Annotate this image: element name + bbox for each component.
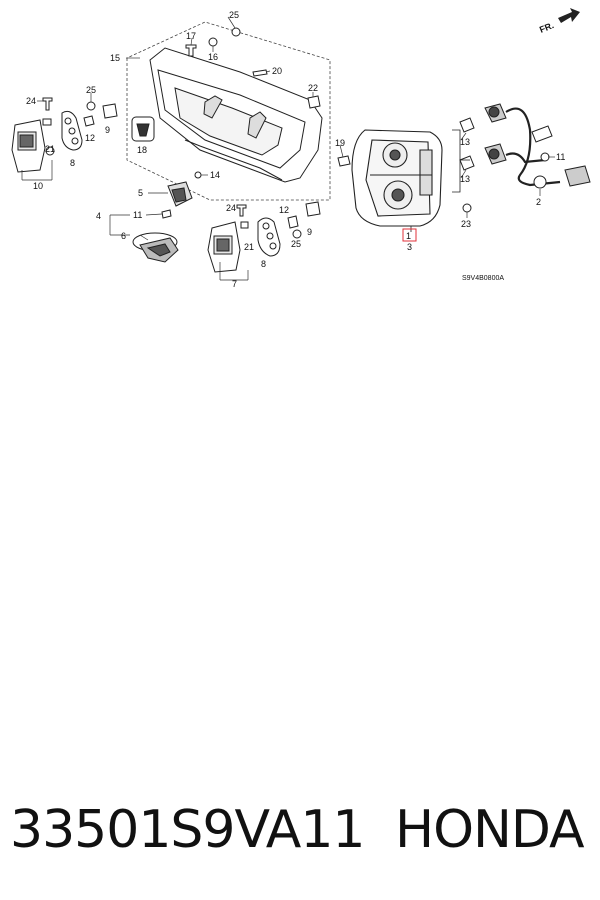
callout-25c[interactable]: 25 [291,239,301,249]
callout-9b[interactable]: 9 [307,227,312,237]
callout-24a[interactable]: 24 [26,96,36,106]
callout-16[interactable]: 16 [208,52,218,62]
callout-1[interactable]: 1 [406,231,411,241]
callout-labels: 1 2 3 4 5 6 7 8 8 9 9 10 11 11 12 12 13 … [26,10,565,289]
callout-3[interactable]: 3 [407,242,412,252]
callout-9a[interactable]: 9 [105,125,110,135]
callout-11b[interactable]: 11 [556,152,565,162]
callout-7[interactable]: 7 [232,279,237,289]
wire-bracket [452,129,470,193]
callout-25a[interactable]: 25 [229,10,239,20]
callout-10[interactable]: 10 [33,181,43,191]
callout-24b[interactable]: 24 [226,203,236,213]
callout-25b[interactable]: 25 [86,85,96,95]
callout-15[interactable]: 15 [110,53,120,63]
lamp-socket-10 [11,119,55,173]
diagram-code: S9V4B0800A [462,275,504,282]
direction-label: FR. [538,20,555,35]
part-number: 33501S9VA11 [10,800,365,860]
footer: 33501S9VA11 HONDA [0,790,600,870]
callout-12b[interactable]: 12 [279,205,289,215]
tailgate-garnish [149,47,323,183]
callout-23[interactable]: 23 [461,219,471,229]
callout-14[interactable]: 14 [210,170,220,180]
callout-13b[interactable]: 13 [460,174,470,184]
highlight-box-part-1 [402,228,417,242]
parts-diagram: 1 2 3 4 5 6 7 8 8 9 9 10 11 11 12 12 13 … [11,8,591,289]
gasket-6 [132,232,179,263]
callout-20[interactable]: 20 [272,66,282,76]
callout-4[interactable]: 4 [96,211,101,221]
callout-22[interactable]: 22 [308,83,318,93]
brand-name: HONDA [395,800,585,860]
callout-12a[interactable]: 12 [85,133,95,143]
callout-21a[interactable]: 21 [45,144,55,154]
leader-lines [21,16,555,281]
emblem-18 [131,116,155,142]
callout-19[interactable]: 19 [335,138,345,148]
callout-8a[interactable]: 8 [70,158,75,168]
callout-2[interactable]: 2 [536,197,541,207]
gasket-8-middle [257,217,281,257]
garnish-group-outline [126,21,331,201]
socket-5 [167,181,193,207]
callout-17[interactable]: 17 [186,31,196,41]
callout-6[interactable]: 6 [121,231,126,241]
callout-21b[interactable]: 21 [244,242,254,252]
callout-11a[interactable]: 11 [133,210,142,220]
forward-arrow-icon [558,8,580,23]
wire-harness [484,103,591,189]
callout-18[interactable]: 18 [137,145,147,155]
callout-5[interactable]: 5 [138,188,143,198]
gasket-8-left [61,110,83,151]
callout-8b[interactable]: 8 [261,259,266,269]
bulbs-13 [459,117,475,171]
lamp-socket-7 [207,221,241,273]
callout-13a[interactable]: 13 [460,137,470,147]
fasteners [42,27,472,239]
tail-lamp-assembly [351,129,443,227]
